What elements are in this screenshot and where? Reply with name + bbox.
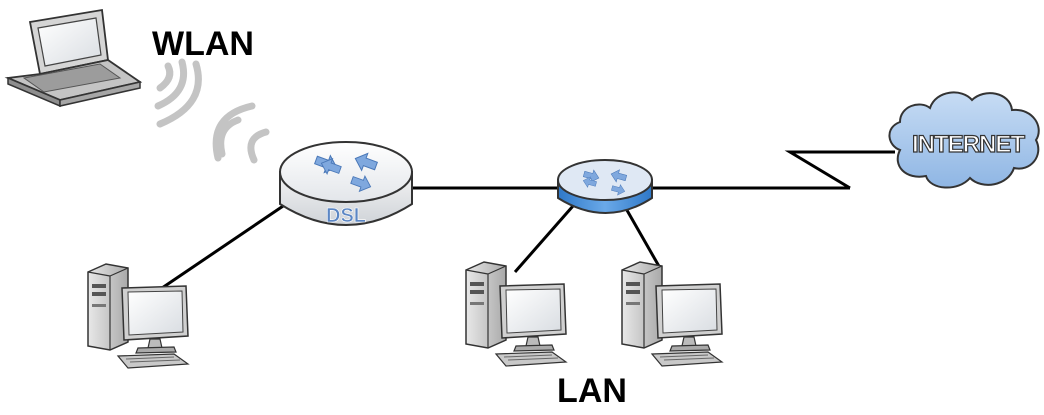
lan-label: LAN	[557, 372, 627, 410]
link-switch-pc-middle	[513, 197, 582, 273]
wifi-signal-icon	[154, 58, 270, 164]
links	[161, 150, 895, 290]
internet-cloud-icon: INTERNET	[888, 91, 1040, 189]
internet-label: INTERNET	[912, 131, 1025, 158]
desktop-computer-icon	[465, 261, 567, 367]
wlan-label: WLAN	[152, 25, 254, 63]
dsl-label: DSL	[326, 205, 366, 227]
dsl-router-icon: DSL	[279, 141, 413, 227]
laptop-icon	[4, 8, 143, 108]
link-internet-zigzag	[784, 150, 895, 190]
switch-icon	[557, 159, 653, 214]
link-router-pc-left	[161, 198, 293, 290]
desktop-computer-icon	[621, 261, 723, 367]
